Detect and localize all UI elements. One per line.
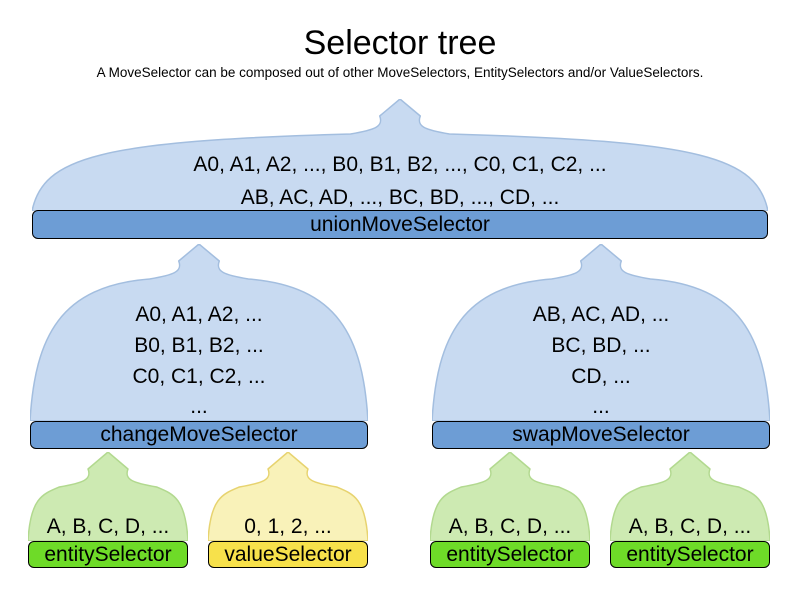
union-move-selector-bar: unionMoveSelector (32, 210, 768, 239)
entity-selector-label-1: entitySelector (44, 542, 172, 566)
union-values-line-1: A0, A1, A2, ..., B0, B1, B2, ..., C0, C1… (193, 153, 607, 176)
value1-cloud-shape (208, 452, 368, 541)
up-arrow-dome-icon (430, 452, 590, 541)
entity2-values-line: A, B, C, D, ... (448, 515, 572, 538)
entity1-values-line: A, B, C, D, ... (46, 515, 170, 538)
up-arrow-dome-icon (32, 99, 768, 211)
change-values-line-1: A0, A1, A2, ... (135, 303, 263, 326)
page-subtitle: A MoveSelector can be composed out of ot… (96, 65, 704, 80)
swap-move-selector-label: swapMoveSelector (512, 423, 690, 446)
value1-values-line: 0, 1, 2, ... (244, 515, 332, 538)
up-arrow-dome-icon (610, 452, 770, 541)
change-values-line-3: C0, C1, C2, ... (132, 365, 266, 388)
change-values-line-4: ... (190, 395, 208, 418)
value-selector-label: valueSelector (224, 542, 352, 566)
change-cloud-shape (30, 244, 368, 421)
change-move-selector-bar: changeMoveSelector (30, 421, 368, 449)
swap-values-line-1: AB, AC, AD, ... (532, 303, 670, 326)
union-values-line-2: AB, AC, AD, ..., BC, BD, ..., CD, ... (240, 186, 560, 209)
change-values-line-2: B0, B1, B2, ... (134, 334, 264, 357)
swap-cloud-shape (432, 244, 770, 421)
entity3-cloud-shape (610, 452, 770, 541)
union-move-selector-label: unionMoveSelector (310, 212, 490, 236)
union-cloud-shape (32, 99, 768, 211)
entity3-values-line: A, B, C, D, ... (628, 515, 752, 538)
entity-selector-bar-2: entitySelector (430, 541, 590, 568)
up-arrow-dome-icon (28, 452, 188, 541)
swap-move-selector-bar: swapMoveSelector (432, 421, 770, 449)
entity-selector-label-3: entitySelector (626, 542, 754, 566)
swap-values-line-4: ... (592, 395, 610, 418)
up-arrow-dome-icon (432, 244, 770, 421)
up-arrow-dome-icon (30, 244, 368, 421)
entity-selector-bar-3: entitySelector (610, 541, 770, 568)
entity1-cloud-shape (28, 452, 188, 541)
value-selector-bar: valueSelector (208, 541, 368, 568)
up-arrow-dome-icon (208, 452, 368, 541)
page-title: Selector tree (303, 24, 497, 62)
entity2-cloud-shape (430, 452, 590, 541)
entity-selector-label-2: entitySelector (446, 542, 574, 566)
swap-values-line-2: BC, BD, ... (551, 334, 651, 357)
entity-selector-bar-1: entitySelector (28, 541, 188, 568)
swap-values-line-3: CD, ... (571, 365, 631, 388)
change-move-selector-label: changeMoveSelector (100, 423, 298, 446)
